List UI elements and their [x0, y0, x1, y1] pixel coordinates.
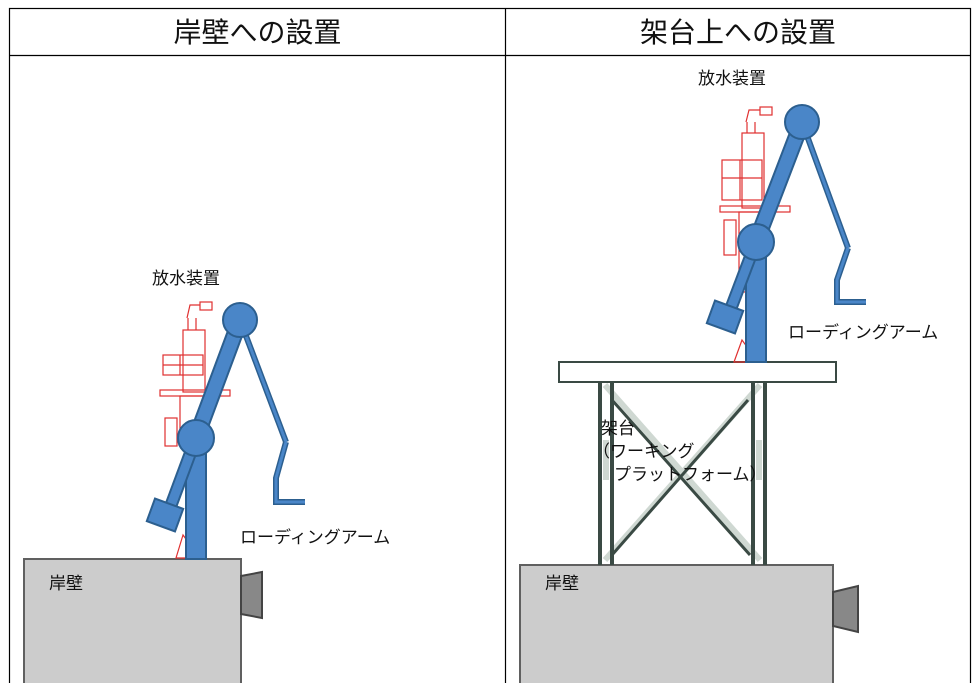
left-discharge-label: 放水装置	[152, 269, 220, 289]
right-loading-arm	[705, 104, 866, 363]
header-platform-installation: 架台上への設置	[639, 16, 836, 49]
left-quay	[23, 558, 263, 683]
left-quay-label: 岸壁	[49, 574, 83, 594]
right-arm-label: ローディングアーム	[788, 323, 939, 343]
platform-label-line2: （ワーキング	[593, 442, 695, 462]
left-loading-arm	[145, 302, 305, 560]
left-discharge-device	[159, 301, 231, 559]
left-arm-label: ローディングアーム	[240, 528, 391, 548]
right-quay	[519, 564, 859, 683]
right-quay-label: 岸壁	[545, 574, 579, 594]
right-discharge-label: 放水装置	[698, 69, 766, 89]
header-quay-installation: 岸壁への設置	[173, 16, 342, 49]
table-grid	[8, 7, 972, 683]
platform-label-line1: 架台	[601, 419, 635, 439]
platform-label-line3: プラットフォーム）	[614, 465, 767, 485]
working-platform	[558, 361, 837, 565]
